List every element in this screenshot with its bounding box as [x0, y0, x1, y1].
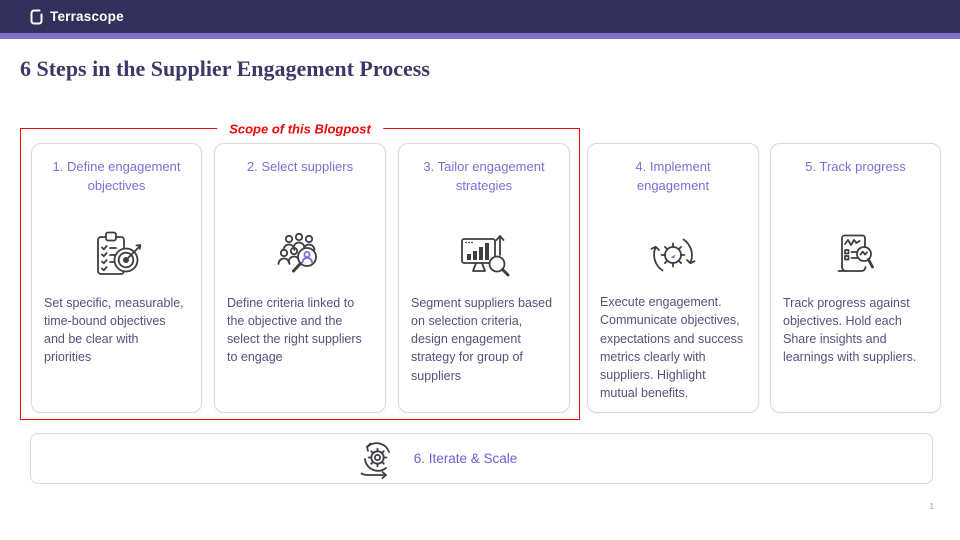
iterate-gear-icon [356, 437, 400, 481]
brand-name: Terrascope [50, 9, 124, 24]
gear-sync-icon [600, 216, 746, 293]
iterate-step-label: 6. Iterate & Scale [413, 451, 518, 466]
step-title: 1. Define engagement objectives [52, 159, 181, 193]
monitor-chart-magnifier-icon [411, 216, 557, 294]
step-card-1: 1. Define engagement objectives Set spec… [31, 143, 202, 413]
step-title: 3. Tailor engagement strategies [423, 159, 545, 193]
step-description: Execute engagement. Communicate objectiv… [600, 295, 744, 400]
page-number: 1 [929, 502, 934, 511]
step-card-2: 2. Select suppliers Define criteria link… [214, 143, 386, 413]
step-description: Define criteria linked to the objective … [227, 296, 362, 365]
header-bar: Terrascope [0, 0, 960, 33]
step-description: Set specific, measurable, time-bound obj… [44, 296, 184, 365]
step-title: 5. Track progress [805, 159, 906, 174]
brand: Terrascope [30, 9, 124, 25]
iterate-scale-card: 6. Iterate & Scale [30, 433, 933, 484]
step-card-3: 3. Tailor engagement strategies Segment … [398, 143, 570, 413]
terrascope-logo-icon [30, 9, 43, 25]
step-title: 2. Select suppliers [246, 159, 354, 174]
scope-highlight-box: Scope of this Blogpost [20, 121, 580, 420]
page-title: 6 Steps in the Supplier Engagement Proce… [20, 56, 430, 81]
header-accent-strip [0, 33, 960, 39]
step-description: Track progress against objectives. Hold … [783, 296, 917, 365]
report-magnifier-icon [783, 216, 928, 294]
step-card-4: 4. Implement engagement Execute engageme… [587, 143, 759, 413]
step-card-5: 5. Track progress Track progress against… [770, 143, 941, 413]
scope-label: Scope of this Blogpost [217, 121, 383, 137]
clipboard-checklist-target-icon [44, 216, 189, 294]
step-description: Segment suppliers based on selection cri… [411, 296, 553, 383]
step-title: 4. Implement engagement [635, 159, 711, 193]
iterate-scale-content: 6. Iterate & Scale [356, 437, 518, 481]
people-magnifier-icon [227, 216, 373, 294]
